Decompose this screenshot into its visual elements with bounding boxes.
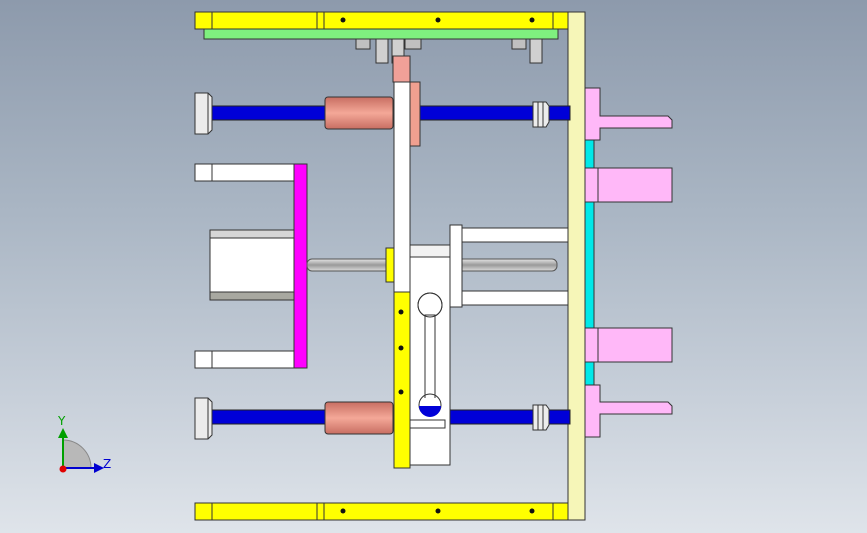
green-plate[interactable]: [203, 28, 559, 40]
pink-block-top-hook[interactable]: [584, 87, 673, 141]
right-lower-arm[interactable]: [459, 290, 569, 306]
pink-link[interactable]: [392, 55, 411, 83]
left-lower-arm[interactable]: [194, 350, 296, 369]
linkage-slot[interactable]: [417, 292, 443, 417]
pink-block-lower[interactable]: [584, 327, 673, 363]
cream-side-plate[interactable]: [567, 11, 586, 521]
motor-body[interactable]: [209, 229, 295, 301]
right-clamp[interactable]: [449, 224, 463, 308]
top-clamps: [355, 38, 543, 64]
left-upper-arm[interactable]: [194, 163, 296, 182]
axis-triad: Y Z: [57, 414, 111, 473]
axis-origin-icon: [59, 465, 67, 473]
bottom-rail[interactable]: [194, 502, 571, 521]
vertical-slider[interactable]: [385, 81, 411, 469]
axis-y-label: Y: [57, 414, 66, 428]
pink-block-bottom-hook[interactable]: [584, 384, 673, 438]
axis-z-label: Z: [103, 457, 111, 471]
pink-block-upper[interactable]: [584, 167, 673, 203]
magenta-plate[interactable]: [293, 163, 308, 369]
right-upper-arm[interactable]: [459, 227, 569, 243]
top-rail[interactable]: [194, 11, 571, 30]
